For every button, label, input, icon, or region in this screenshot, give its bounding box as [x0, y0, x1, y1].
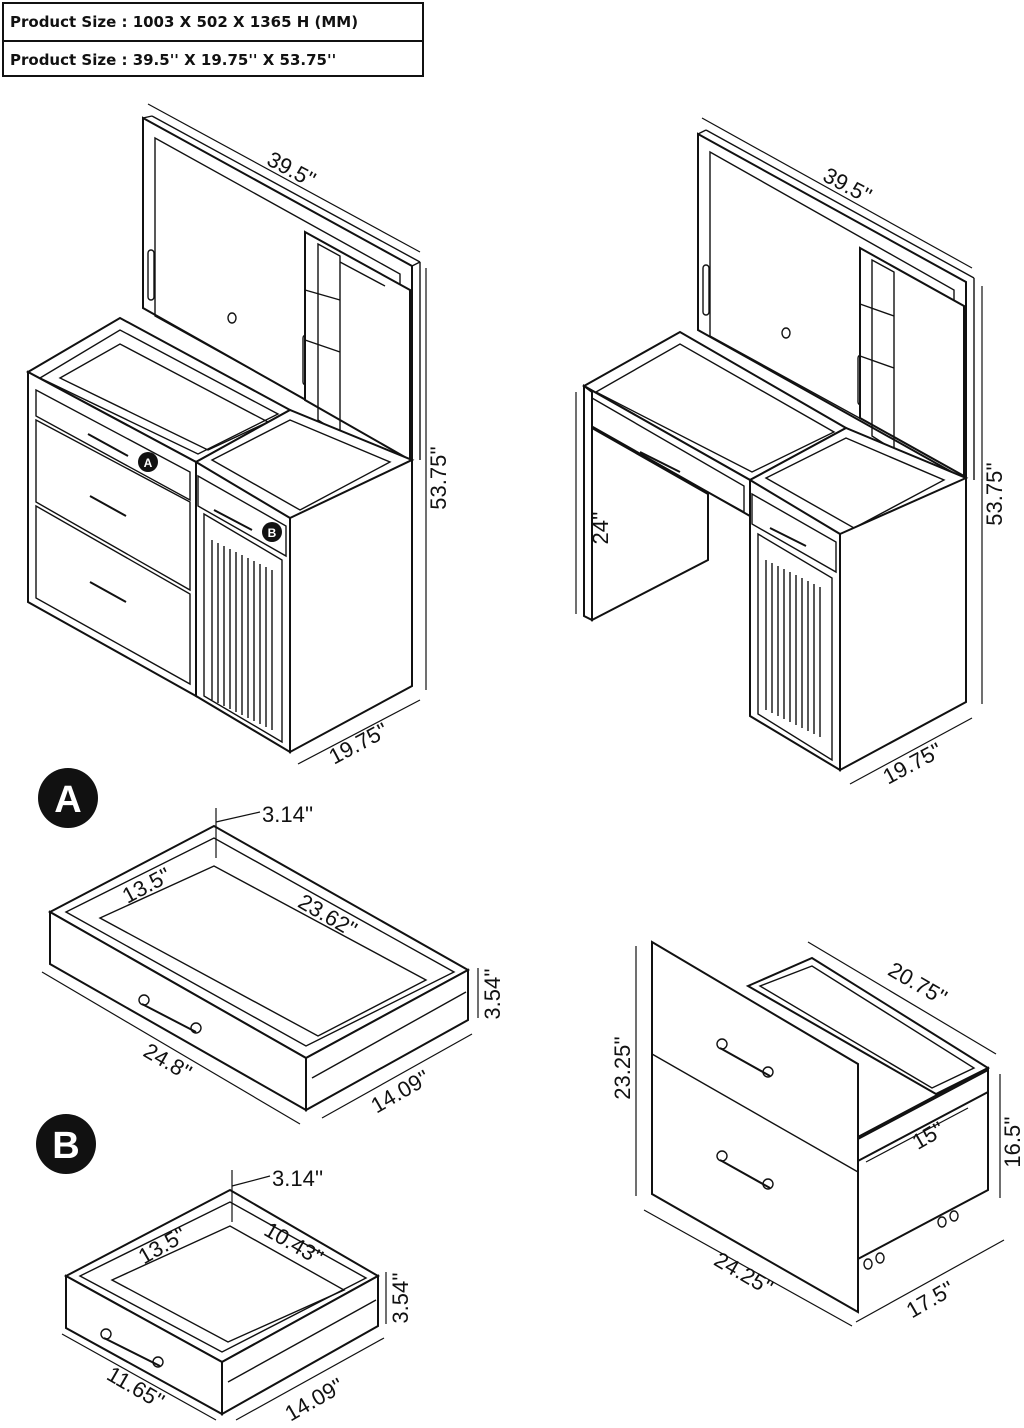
alt-leg-height-label: 24'': [588, 512, 613, 545]
drawer-a-detail: A 3.14'' 13.5'' 23.62'' 3.54'' 24.8'' 14…: [38, 768, 505, 1125]
drawer-a-width-label: 24.8'': [139, 1038, 196, 1085]
product-size-table: Product Size : 1003 X 502 X 1365 H (MM) …: [2, 2, 424, 77]
drawer-b-side-label: 3.14'': [272, 1166, 323, 1191]
slatted-door-alt: [765, 560, 821, 737]
front-width-label: 39.5'': [263, 146, 320, 192]
alt-width-label: 39.5'': [819, 162, 876, 208]
alt-height-label: 53.75'': [982, 462, 1007, 525]
badge-b-icon: [36, 1114, 96, 1174]
slatted-door: [211, 540, 273, 730]
badge-a-small-label: A: [144, 456, 153, 470]
cabinet-side-height-label: 16.5'': [1000, 1116, 1024, 1167]
badge-a-icon: [38, 768, 98, 828]
drawer-b-height-label: 3.54'': [388, 1272, 413, 1323]
front-height-label: 53.75'': [426, 446, 451, 509]
cabinet-top-width-label: 20.75'': [884, 957, 951, 1010]
vanity-front-view: A B 39.5'' 53.75'' 19.75'': [25, 103, 451, 769]
product-size-mm: Product Size : 1003 X 502 X 1365 H (MM): [10, 13, 359, 31]
badge-b-label: B: [52, 1125, 79, 1167]
drawer-a-side-label: 3.14'': [262, 802, 313, 827]
drawer-b-depth-label: 14.09'': [281, 1373, 348, 1426]
drawer-a-depth-label: 14.09'': [367, 1065, 434, 1118]
cabinet-depth-label: 17.5'': [902, 1276, 959, 1323]
vanity-alt-view: 39.5'' 53.75'' 19.75'' 24'': [575, 117, 1007, 789]
badge-b-small-label: B: [268, 526, 277, 540]
badge-a-small-icon: [138, 452, 158, 472]
cabinet-detail: 20.75'' 23.25'' 15'' 16.5'' 24.25'' 17.5…: [610, 940, 1024, 1327]
badge-a-label: A: [54, 779, 81, 821]
drawer-b-detail: B 3.14'' 13.5'' 10.43'' 3.54'' 11.65'' 1…: [36, 1114, 413, 1426]
alt-depth-label: 19.75'': [879, 737, 947, 789]
product-size-inches: Product Size : 39.5'' X 19.75'' X 53.75'…: [4, 40, 422, 78]
drawer-a-height-label: 3.54'': [480, 968, 505, 1019]
cabinet-height-label: 23.25'': [610, 1036, 635, 1099]
badge-b-small-icon: [262, 522, 282, 542]
